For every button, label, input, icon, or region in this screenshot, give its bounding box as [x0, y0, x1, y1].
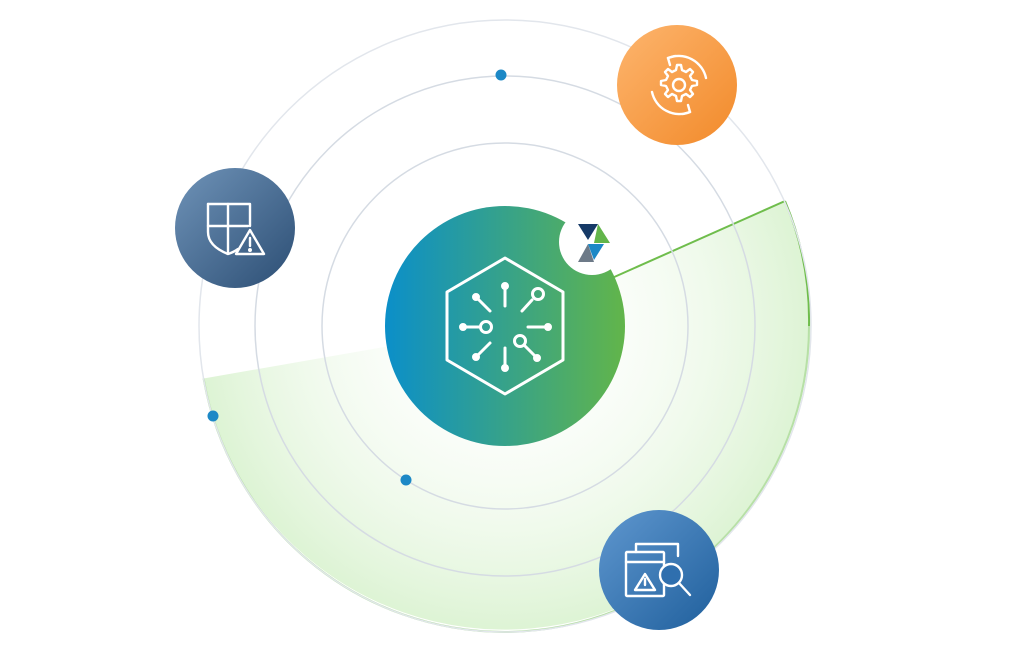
orbit-ring-outer: [198, 19, 812, 633]
orbit-dot: [207, 410, 219, 422]
network-hexagon-icon: [445, 256, 565, 396]
brand-logo-icon: [578, 224, 610, 262]
hub: [385, 206, 625, 446]
shield-node: [175, 168, 295, 288]
orbit-dot: [495, 69, 507, 81]
shield-warning-icon: [206, 202, 266, 256]
radar-sweep-line: [611, 200, 786, 279]
window-inspect-warning-icon: [624, 542, 692, 598]
gear-sync-icon: [650, 54, 708, 116]
brand-badge: [559, 209, 625, 275]
gear-node: [617, 25, 737, 145]
inspect-node: [599, 510, 719, 630]
orbit-dot: [400, 474, 412, 486]
orbit-ring-inner: [321, 142, 689, 510]
